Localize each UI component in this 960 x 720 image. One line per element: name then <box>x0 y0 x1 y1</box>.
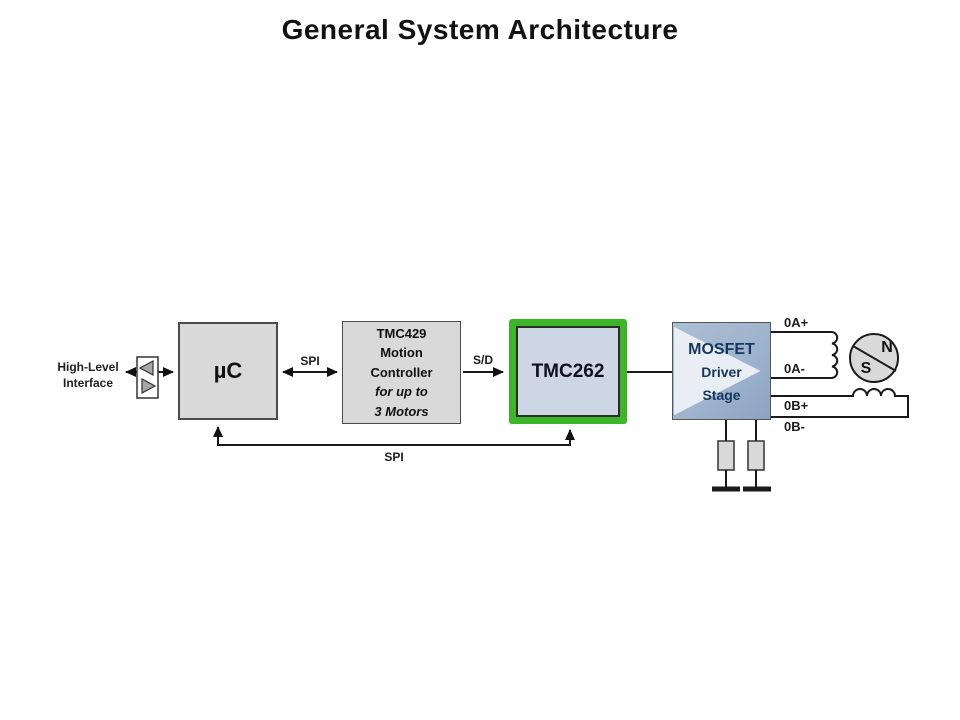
output-0a-minus-label: 0A- <box>784 361 805 376</box>
output-0b-plus-label: 0B+ <box>784 398 809 413</box>
block-tmc262-highlight: TMC262 <box>509 319 627 424</box>
spi-top-label: SPI <box>300 354 320 368</box>
resistor2-icon <box>747 440 765 471</box>
block-tmc429: TMC429 Motion Controller for up to 3 Mot… <box>342 321 461 424</box>
tmc429-line: TMC429 <box>376 325 427 341</box>
microcontroller-label: µC <box>213 358 243 383</box>
step-dir-label: S/D <box>472 353 493 367</box>
tmc429-line: Controller <box>370 364 433 380</box>
triangle-left-icon <box>138 359 154 377</box>
tmc429-line: Motion <box>380 345 423 361</box>
tmc429-line: 3 Motors <box>374 403 429 419</box>
coil-phase-a-icon <box>831 331 839 379</box>
motor-divider-line <box>852 345 897 372</box>
resistor1-icon <box>717 440 735 471</box>
page-title: General System Architecture <box>281 14 679 45</box>
tmc429-line: for up to <box>375 384 428 400</box>
motor-south-label: S <box>860 360 872 377</box>
output-0b-minus-label: 0B- <box>784 419 805 434</box>
motor-north-label: N <box>881 339 893 356</box>
block-microcontroller: µC <box>178 322 278 420</box>
coil-phase-b-icon <box>771 388 909 418</box>
interface-box <box>136 356 159 399</box>
mosfet-driver-label: MOSFET Driver Stage <box>688 341 755 403</box>
high-level-interface-label: High-Level Interface <box>57 360 119 390</box>
spi-bottom-label: SPI <box>384 450 404 464</box>
tmc262-label: TMC262 <box>531 360 605 382</box>
triangle-right-icon <box>141 377 157 395</box>
output-0a-plus-label: 0A+ <box>784 315 809 330</box>
block-mosfet-driver: MOSFET Driver Stage <box>672 322 771 420</box>
block-tmc262: TMC262 <box>516 326 620 417</box>
